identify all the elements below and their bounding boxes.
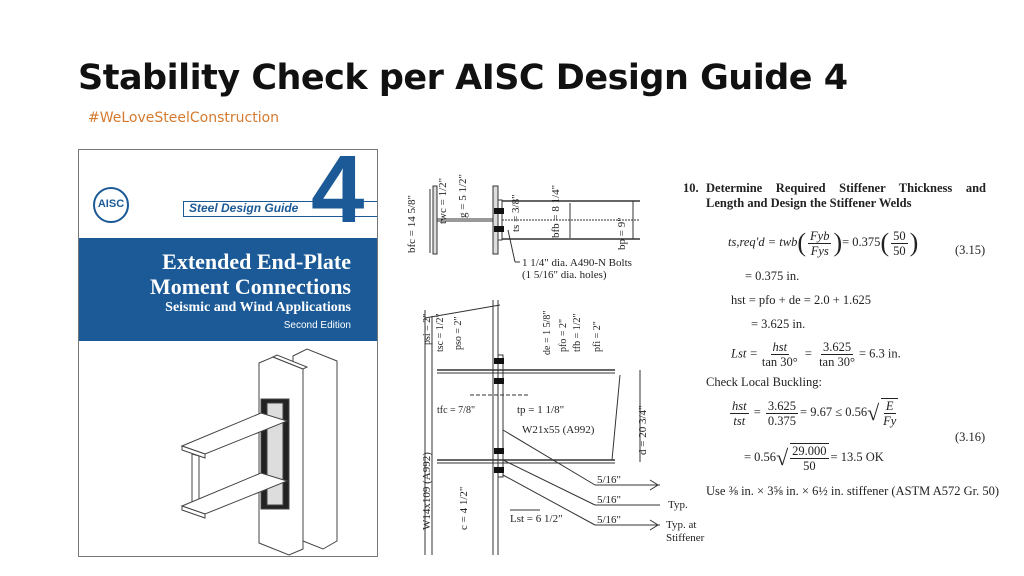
- guide-number: 4: [311, 149, 365, 243]
- dim-tfc: tfc = 7/8": [437, 405, 475, 416]
- dim-psi: psi = 2": [422, 314, 433, 345]
- dim-tsc: tsc = 1/2": [435, 313, 446, 352]
- column-section: W14x109 (A992): [421, 452, 433, 530]
- dim-bp: bp = 9": [616, 217, 628, 250]
- series-label: Steel Design Guide: [189, 201, 299, 215]
- b-29000: 29.000: [790, 444, 829, 459]
- dim-tp: tp = 1 1/8": [517, 404, 564, 416]
- b-line2-result: = 13.5 OK: [830, 449, 884, 464]
- title-band: Extended End-Plate Moment Connections Se…: [79, 238, 377, 341]
- dim-de: de = 1 5/8": [542, 311, 553, 355]
- dim-c: c = 4 1/2": [458, 487, 470, 530]
- lst-result: = 6.3 in.: [858, 346, 901, 361]
- book-cover: AISC 4 Steel Design Guide Extended End-P…: [78, 149, 378, 557]
- cover-title-line2: Moment Connections: [149, 274, 351, 299]
- dim-pfo: pfo = 2": [558, 319, 569, 352]
- dim-pso: pso = 2": [453, 316, 464, 350]
- b-f1-den: tst: [733, 413, 746, 428]
- den-50: 50: [893, 243, 906, 258]
- eq315-lhs: ts,req'd = twb: [728, 234, 798, 249]
- lst-f1-num: hst: [770, 340, 790, 355]
- eq315-mid: = 0.375: [842, 234, 881, 249]
- dim-bfb: bfb = 8 1/4": [550, 185, 562, 238]
- stiffener-selection: Use ⅜ in. × 3⅝ in. × 6½ in. stiffener (A…: [706, 484, 1000, 498]
- dim-lst: Lst = 6 1/2": [510, 513, 563, 525]
- b-e: E: [883, 399, 896, 414]
- buckling-label: Check Local Buckling:: [706, 375, 822, 389]
- b-f1-num: hst: [730, 398, 749, 414]
- weld-size-2: 5/16": [597, 494, 621, 506]
- step-heading-line2: Length and Design the Stiffener Welds: [706, 196, 912, 210]
- slide-title: Stability Check per AISC Design Guide 4: [78, 58, 848, 98]
- step-number: 10.: [683, 181, 699, 195]
- weld-typ-at: Typ. at: [666, 519, 696, 531]
- lst-f2-den: tan 30°: [819, 355, 855, 369]
- cover-subtitle: Seismic and Wind Applications: [165, 300, 351, 315]
- cover-edition: Second Edition: [283, 320, 351, 331]
- hst-line2: = 3.625 in.: [751, 317, 806, 331]
- fys: Fys: [810, 243, 829, 258]
- weld-stiffener: Stiffener: [666, 532, 705, 544]
- b-f2-num: 3.625: [765, 398, 799, 414]
- b-line2-lhs: = 0.56: [744, 449, 777, 464]
- aisc-logo-text: AISC: [97, 198, 125, 210]
- hole-spec: (1 5/16" dia. holes): [522, 269, 607, 281]
- hashtag: #WeLoveSteelConstruction: [88, 110, 280, 126]
- step-heading-line1: Determine Required Stiffener Thickness a…: [706, 181, 986, 195]
- cover-title-line1: Extended End-Plate: [162, 249, 351, 274]
- eq315-result: = 0.375 in.: [745, 269, 800, 283]
- hst-line1: hst = pfo + de = 2.0 + 1.625: [731, 293, 871, 307]
- fyb: Fyb: [808, 228, 832, 244]
- lst-lhs: Lst =: [731, 346, 758, 361]
- lst-f1-den: tan 30°: [761, 355, 798, 369]
- b-mid: = 9.67 ≤ 0.56: [800, 404, 868, 419]
- bolt-spec: 1 1/4" dia. A490-N Bolts: [522, 257, 632, 269]
- dim-bfc: bfc = 14 5/8": [406, 195, 418, 253]
- connection-illustration: [180, 348, 338, 556]
- dim-tfb: tfb = 1/2": [572, 313, 583, 352]
- lst-f2-num: 3.625: [820, 340, 854, 355]
- dim-d: d = 20 3/4": [637, 406, 649, 456]
- aisc-logo: AISC: [93, 187, 129, 223]
- weld-typ: Typ.: [668, 499, 688, 511]
- eq-number-3-16: (3.16): [955, 430, 986, 444]
- beam-section: W21x55 (A992): [522, 424, 595, 436]
- dim-g: g = 5 1/2": [457, 174, 469, 218]
- b-50: 50: [803, 459, 816, 473]
- dim-pfi: pfi = 2": [592, 321, 603, 352]
- eq-number-3-15: (3.15): [955, 243, 986, 257]
- b-f2-den: 0.375: [767, 413, 797, 428]
- num-50: 50: [891, 228, 908, 244]
- b-fy: Fy: [883, 414, 897, 428]
- dim-ts: ts = 3/8": [510, 194, 522, 232]
- series-box: [183, 201, 377, 217]
- weld-size-1: 5/16": [597, 474, 621, 486]
- weld-size-3: 5/16": [597, 514, 621, 526]
- dim-twc: twc = 1/2": [437, 178, 449, 224]
